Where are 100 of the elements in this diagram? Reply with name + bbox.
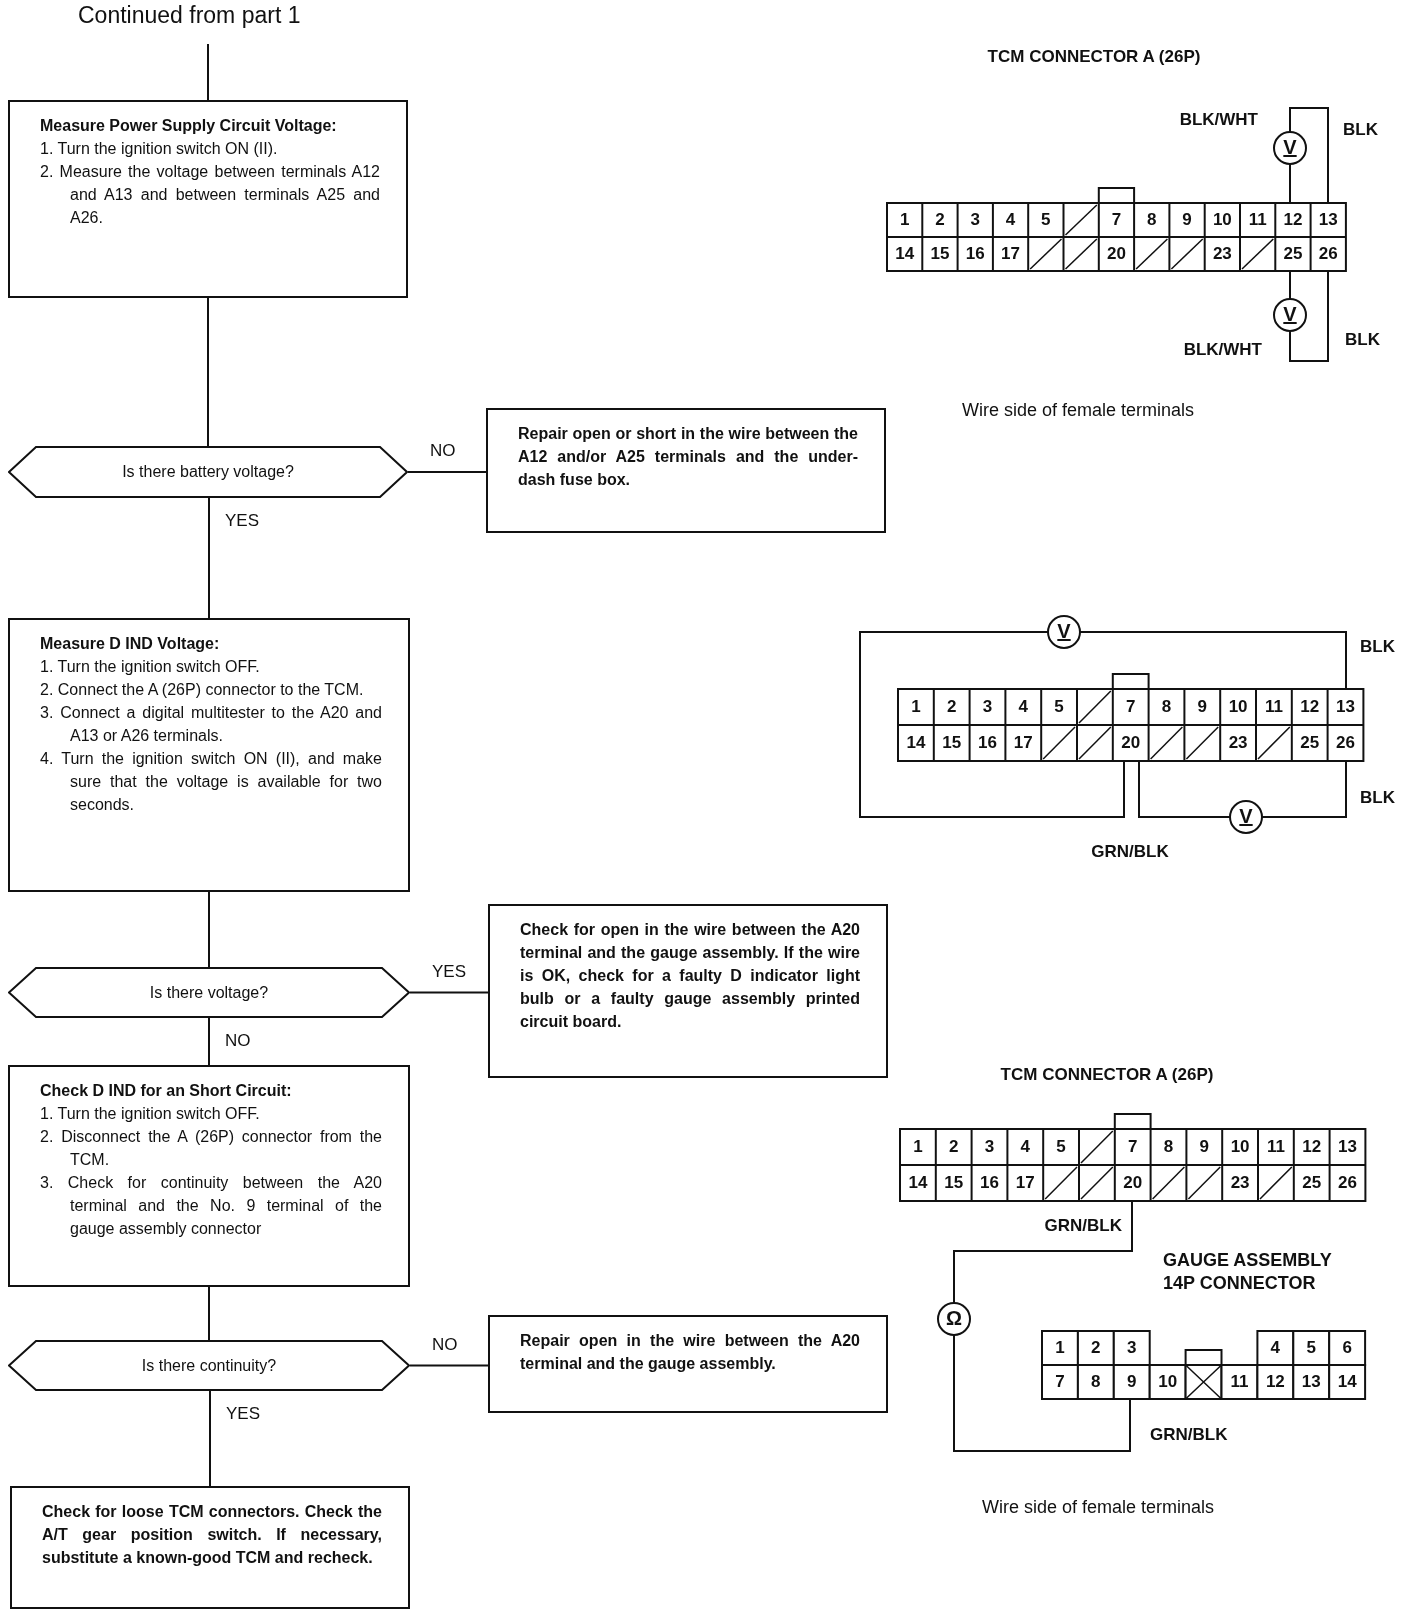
terminal-number: 5 (1306, 1338, 1316, 1358)
decision-hexagon (8, 967, 410, 1018)
flow-line (409, 991, 489, 994)
start-note: Continued from part 1 (78, 2, 338, 36)
process-box (8, 1065, 410, 1287)
terminal-number: 2 (946, 697, 957, 717)
instruction-text: Check for open in the wire between the A20 terminal and the gauge assembly. If the wire is OK, check for a faulty D indicator light bulb or a faulty gauge assembly printed circuit board. (520, 920, 860, 1032)
terminal-number: 3 (984, 1137, 995, 1157)
terminal-number: 7 (1055, 1372, 1065, 1392)
terminal-number: 9 (1127, 1372, 1137, 1392)
wire-color: BLK/WHT (1183, 340, 1262, 360)
terminal-number: 7 (1125, 697, 1136, 717)
terminal-number: 26 (1318, 244, 1338, 264)
terminal-number: 17 (1015, 1173, 1035, 1193)
terminal-number: 3 (982, 697, 993, 717)
terminal-number: 11 (1230, 1372, 1249, 1392)
step-text: 2. Measure the voltage between terminals A12 and A13 and between terminals A25 and A26. (40, 162, 380, 228)
box-heading: Measure D IND Voltage: (40, 634, 221, 654)
wire-color: BLK (1360, 637, 1395, 657)
instruction-text: Check for loose TCM connectors. Check the A/T gear position switch. If necessary, substitute a known-good TCM and recheck. (42, 1502, 382, 1568)
voltmeter-symbol: V (1273, 131, 1307, 165)
figure-caption: Wire side of female terminals (962, 399, 1195, 421)
step-text: 4. Turn the ignition switch ON (II), and make sure that the voltage is available for two seconds. (40, 749, 382, 815)
wire-color: BLK (1345, 330, 1380, 350)
question-text: Is there battery voltage? (122, 463, 294, 481)
terminal-number: 13 (1338, 1137, 1357, 1157)
flow-line (407, 471, 487, 473)
step-text: 3. Check for continuity between the A20 terminal and the No. 9 terminal of the gauge assembly connector (40, 1173, 382, 1239)
terminal-number: 1 (913, 1137, 923, 1157)
terminal-number: 4 (1020, 1137, 1031, 1157)
step-text: 2. Disconnect the A (26P) connector from the TCM. (40, 1127, 382, 1170)
terminal-number: 2 (1091, 1338, 1101, 1358)
terminal-number: 9 (1197, 697, 1208, 717)
terminal-number: 26 (1336, 733, 1355, 753)
terminal-number: 4 (1270, 1338, 1281, 1358)
connector-title: GAUGE ASSEMBLY 14P CONNECTOR (1163, 1249, 1333, 1295)
flow-line (208, 497, 210, 619)
terminal-number: 26 (1338, 1173, 1357, 1193)
terminal-number: 15 (930, 244, 950, 264)
terminal-number: 14 (908, 1173, 928, 1193)
terminal-number: 13 (1301, 1372, 1321, 1392)
terminal-number: 13 (1336, 697, 1355, 717)
terminal-number: 4 (1018, 697, 1029, 717)
question-text: Is there voltage? (149, 983, 269, 1002)
terminal-number: 7 (1111, 210, 1122, 230)
step-text: 2. Connect the A (26P) connector to the TCM. (40, 680, 365, 700)
process-box (488, 1315, 888, 1413)
terminal-number: 5 (1041, 210, 1051, 230)
terminal-number: 12 (1300, 697, 1320, 717)
terminal-number: 25 (1283, 244, 1303, 264)
terminal-number: 8 (1163, 1137, 1174, 1157)
connector-title: TCM CONNECTOR A (26P) (987, 47, 1201, 67)
terminal-number: 2 (935, 210, 945, 230)
terminal-number: 17 (1013, 733, 1033, 753)
step-text: 1. Turn the ignition switch ON (II). (40, 139, 279, 159)
terminal-number: 5 (1054, 697, 1064, 717)
terminal-number: 11 (1264, 697, 1283, 717)
terminal-number: 5 (1056, 1137, 1066, 1157)
terminal-number: 23 (1230, 1173, 1250, 1193)
terminal-number: 23 (1212, 244, 1232, 264)
flow-line (208, 1017, 210, 1066)
box-heading: Measure Power Supply Circuit Voltage: (40, 116, 338, 136)
flow-line (207, 297, 209, 447)
process-box (10, 1486, 410, 1609)
terminal-number: 23 (1228, 733, 1248, 753)
flow-line (208, 1286, 210, 1341)
terminal-number: 7 (1127, 1137, 1138, 1157)
terminal-number: 1 (911, 697, 921, 717)
voltmeter-symbol: V (1273, 298, 1307, 332)
instruction-text: Repair open in the wire between the A20 terminal and the gauge assembly. (520, 1331, 860, 1374)
terminal-number: 11 (1248, 210, 1267, 230)
voltmeter-symbol: V (1229, 800, 1263, 834)
voltmeter-symbol: V (1047, 615, 1081, 649)
terminal-number: 3 (1127, 1338, 1137, 1358)
flow-line (409, 1364, 489, 1367)
terminal-number: 14 (895, 244, 915, 264)
terminal-number: 25 (1300, 733, 1320, 753)
decision-hexagon (8, 446, 408, 498)
terminal-number: 9 (1182, 210, 1192, 230)
instruction-text: Repair open or short in the wire between the A12 and/or A25 terminals and the under-dash fuse box. (518, 424, 858, 490)
terminal-number: 10 (1228, 697, 1248, 717)
terminal-number: 11 (1266, 1137, 1285, 1157)
step-text: 1. Turn the ignition switch OFF. (40, 657, 261, 677)
terminal-number: 17 (1001, 244, 1020, 264)
terminal-number: 25 (1302, 1173, 1322, 1193)
process-box (486, 408, 886, 533)
wire-color: BLK/WHT (1179, 110, 1258, 130)
terminal-number: 12 (1265, 1372, 1285, 1392)
box-heading: Check D IND for an Short Circuit: (40, 1081, 293, 1101)
terminal-number: 1 (899, 210, 910, 230)
terminal-number: 10 (1158, 1372, 1178, 1392)
flow-line (209, 1390, 211, 1487)
terminal-number: 8 (1091, 1372, 1101, 1392)
terminal-number: 8 (1147, 210, 1157, 230)
terminal-number: 15 (942, 733, 962, 753)
flow-line (207, 43, 209, 101)
process-box (8, 618, 410, 892)
process-box (8, 100, 408, 298)
flow-line (208, 891, 210, 968)
step-text: 1. Turn the ignition switch OFF. (40, 1104, 261, 1124)
